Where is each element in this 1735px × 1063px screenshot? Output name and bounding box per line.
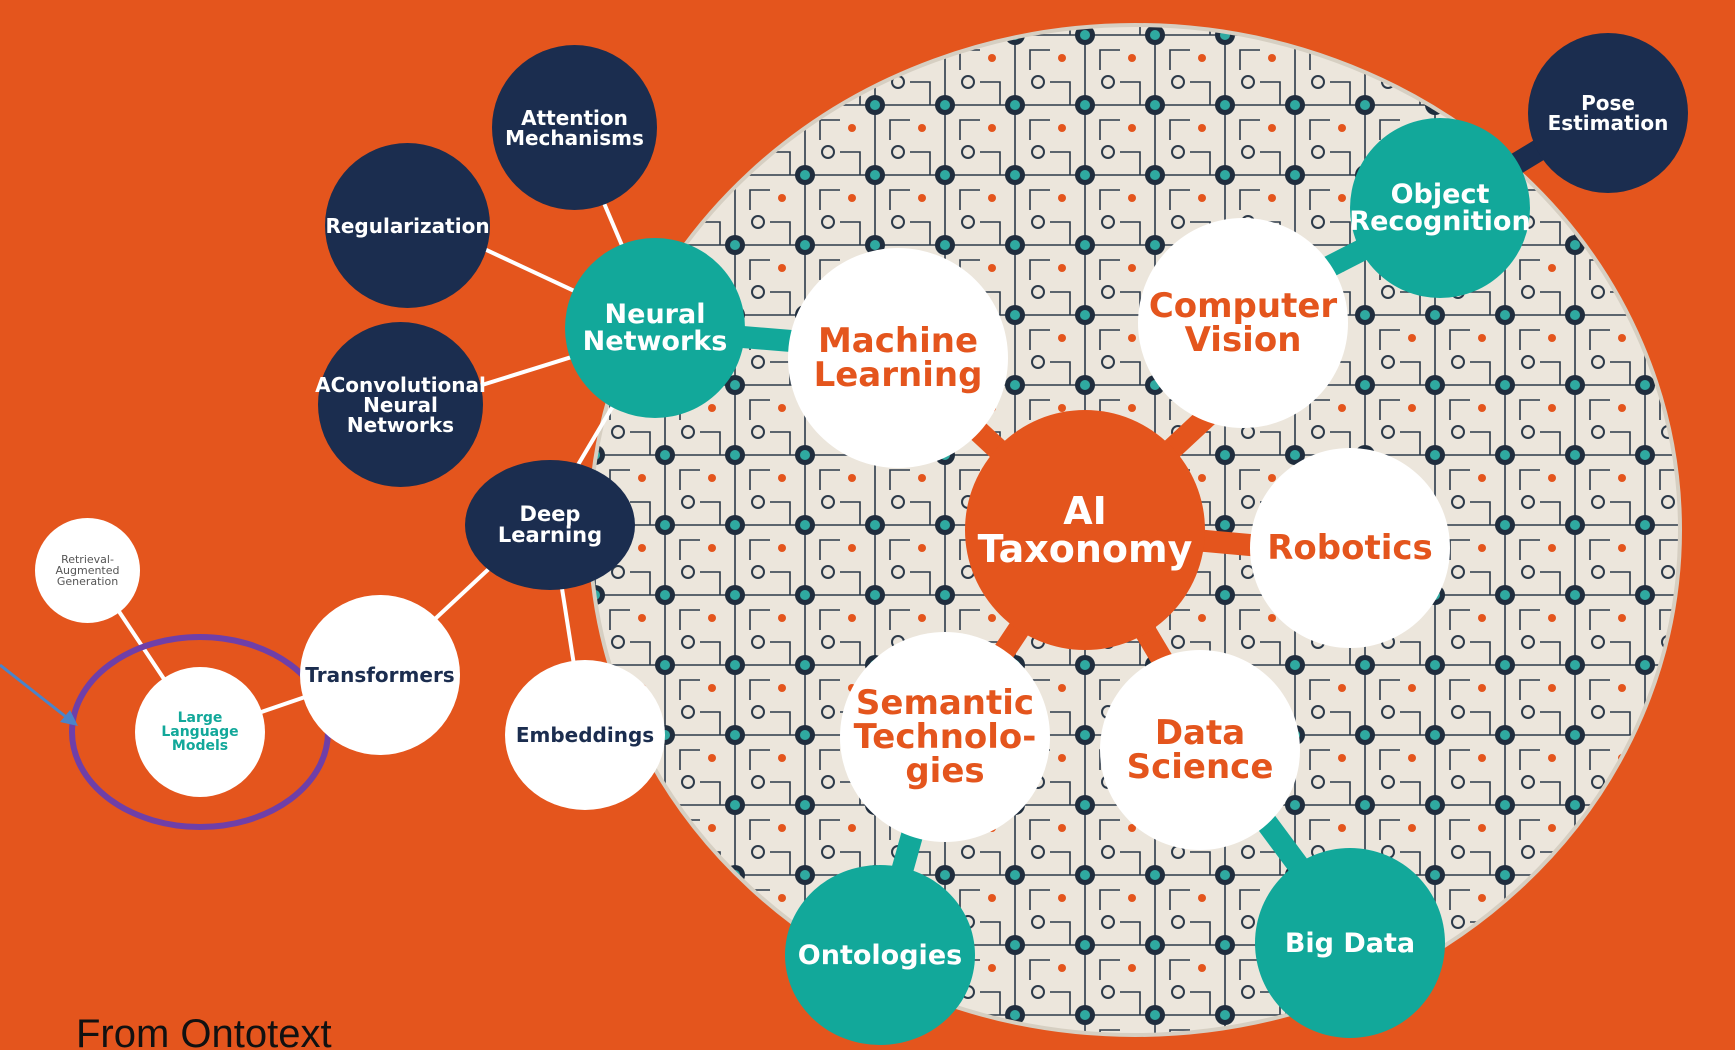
node-object-recognition: Object Recognition bbox=[1349, 118, 1531, 298]
node-object-recognition-label: Object Recognition bbox=[1349, 179, 1531, 237]
bottom-margin bbox=[0, 1050, 1735, 1063]
node-big-data: Big Data bbox=[1255, 848, 1445, 1038]
node-convolutional-neural-networks-label: AConvolutional Neural Networks bbox=[315, 372, 486, 437]
node-attention-mechanisms-label: Attention Mechanisms bbox=[505, 105, 644, 150]
node-embeddings-label: Embeddings bbox=[515, 723, 655, 747]
node-transformers: Transformers bbox=[300, 595, 460, 755]
node-ontologies: Ontologies bbox=[785, 865, 975, 1045]
node-deep-learning: Deep Learning bbox=[465, 460, 635, 590]
node-convolutional-neural-networks: AConvolutional Neural Networks bbox=[315, 322, 486, 487]
node-big-data-label: Big Data bbox=[1284, 927, 1416, 959]
node-neural-networks-label: Neural Networks bbox=[582, 299, 728, 357]
node-data-science: Data Science bbox=[1100, 650, 1300, 850]
node-neural-networks: Neural Networks bbox=[565, 238, 745, 418]
node-computer-vision-label: Computer Vision bbox=[1148, 286, 1338, 360]
node-machine-learning: Machine Learning bbox=[788, 248, 1008, 468]
node-regularization: Regularization bbox=[325, 143, 490, 308]
node-retrieval-augmented-generation-label: Retrieval- Augmented Generation bbox=[55, 553, 120, 588]
pointer-arrow bbox=[0, 663, 71, 722]
node-robotics: Robotics bbox=[1250, 448, 1450, 648]
node-pose-estimation: Pose Estimation bbox=[1528, 33, 1688, 193]
node-transformers-label: Transformers bbox=[305, 663, 455, 687]
node-data-science-label: Data Science bbox=[1126, 713, 1274, 787]
node-large-language-models-label: Large Language Models bbox=[161, 710, 239, 754]
node-semantic-technologies: Semantic Technolo- gies bbox=[840, 632, 1050, 842]
node-computer-vision: Computer Vision bbox=[1138, 218, 1348, 428]
center-node-label: AI Taxonomy bbox=[977, 489, 1193, 571]
node-attention-mechanisms: Attention Mechanisms bbox=[492, 45, 657, 210]
node-deep-learning-label: Deep Learning bbox=[497, 502, 603, 547]
center-node-ai-taxonomy: AI Taxonomy bbox=[965, 410, 1205, 650]
pointer-arrowhead bbox=[60, 710, 78, 726]
node-embeddings: Embeddings bbox=[505, 660, 665, 810]
node-pose-estimation-label: Pose Estimation bbox=[1547, 91, 1669, 135]
source-caption: From Ontotext bbox=[76, 1012, 332, 1056]
node-semantic-technologies-label: Semantic Technolo- gies bbox=[853, 683, 1037, 791]
node-ontologies-label: Ontologies bbox=[797, 939, 963, 971]
node-large-language-models: Large Language Models bbox=[135, 667, 265, 797]
node-retrieval-augmented-generation: Retrieval- Augmented Generation bbox=[35, 518, 140, 623]
node-regularization-label: Regularization bbox=[325, 213, 490, 238]
node-robotics-label: Robotics bbox=[1267, 528, 1433, 568]
node-machine-learning-label: Machine Learning bbox=[813, 321, 983, 395]
